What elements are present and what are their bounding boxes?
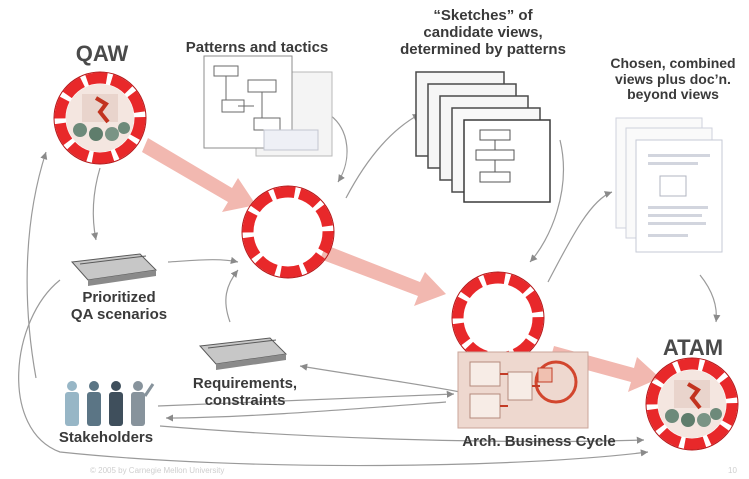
prioritized-qa-label: Prioritized QA scenarios bbox=[70, 289, 168, 323]
qaw-label: QAW bbox=[75, 41, 129, 66]
add-label: ADD bbox=[264, 220, 312, 245]
requirements-label: Requirements, constraints bbox=[192, 375, 298, 409]
connector-stakeholders-qaw bbox=[26, 151, 48, 379]
connector-abc-stakeholders bbox=[165, 401, 447, 422]
sketches-label: “Sketches” of candidate views, determine… bbox=[400, 7, 566, 58]
qaw-ring bbox=[53, 71, 147, 165]
connector-scenarios-atam bbox=[18, 279, 649, 467]
flow-arrow-add-vab bbox=[320, 245, 446, 306]
connector-patterns-add bbox=[329, 114, 348, 183]
patterns-tactics-label: Patterns and tactics bbox=[185, 39, 329, 56]
connector-abc-req bbox=[299, 363, 461, 393]
connector-vab-chosen bbox=[547, 191, 613, 283]
connector-sketches-vab bbox=[529, 139, 564, 263]
chosen-views-label: Chosen, combined views plus doc’n. beyon… bbox=[610, 55, 736, 103]
add-ring bbox=[241, 185, 335, 279]
patterns-tactics-image bbox=[203, 55, 333, 157]
atam-label: ATAM bbox=[662, 335, 724, 360]
flow-arrow-qaw-add bbox=[142, 138, 256, 212]
abc-image bbox=[457, 351, 589, 429]
connector-chosen-atam bbox=[699, 274, 721, 323]
stakeholders-label: Stakeholders bbox=[58, 429, 154, 446]
atam-ring bbox=[645, 357, 739, 451]
connector-scenarios-add bbox=[167, 256, 239, 264]
qa-scenarios-book bbox=[70, 253, 158, 286]
requirements-book bbox=[198, 337, 288, 370]
connector-req-add bbox=[225, 269, 239, 323]
connector-stakeholders-atam bbox=[159, 425, 645, 444]
connector-arrows bbox=[18, 113, 721, 467]
copyright-footer: © 2005 by Carnegie Mellon University bbox=[90, 466, 225, 475]
abc-label: Arch. Business Cycle bbox=[462, 433, 616, 450]
connector-stakeholders-abc bbox=[157, 390, 455, 407]
stakeholders-figures bbox=[65, 381, 155, 426]
vab-label: VaB bbox=[477, 306, 519, 331]
sketches-stack bbox=[415, 71, 551, 203]
page-number: 10 bbox=[728, 466, 737, 475]
connector-add-sketches bbox=[345, 113, 421, 199]
chosen-views-docs bbox=[615, 117, 723, 253]
connector-qaw-scenarios bbox=[91, 167, 101, 241]
